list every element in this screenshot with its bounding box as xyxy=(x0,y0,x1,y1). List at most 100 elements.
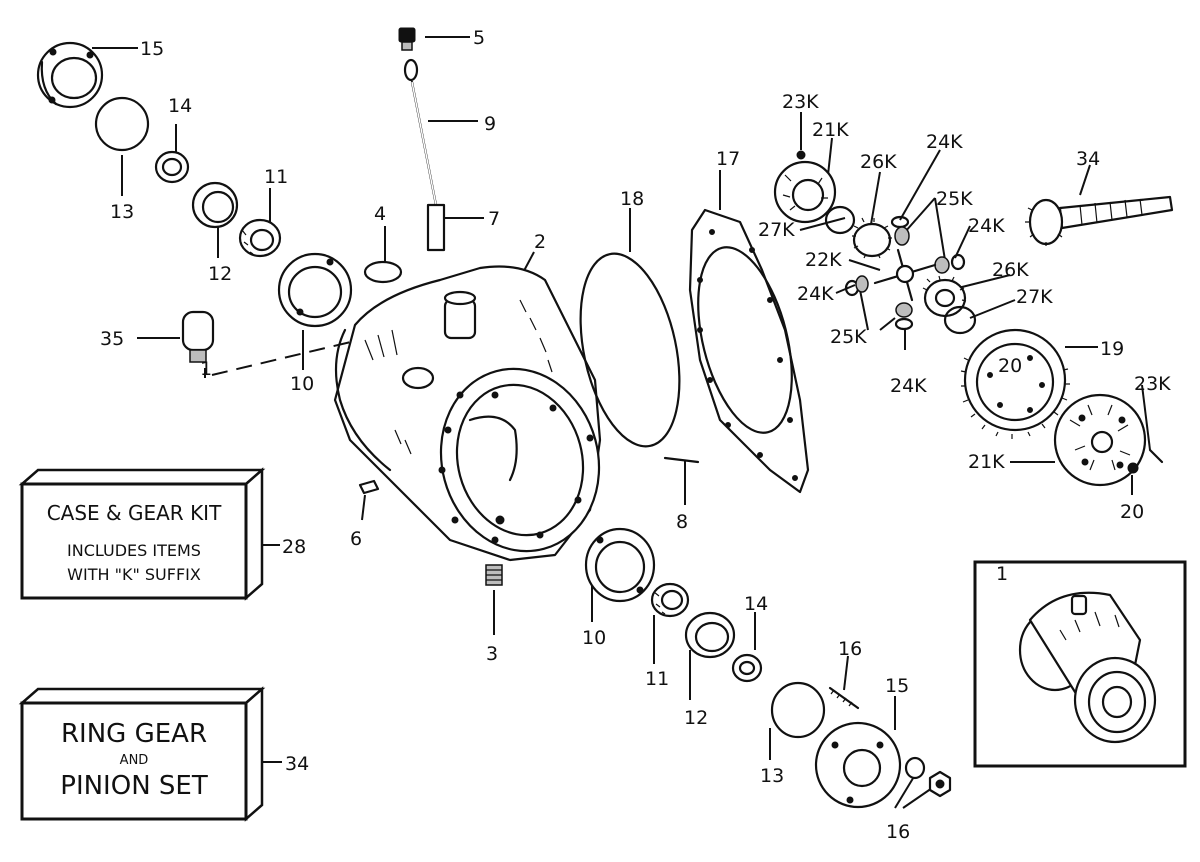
label-1-inset: 1 xyxy=(996,563,1008,585)
plug-3 xyxy=(485,564,503,586)
label-26k-bottom: 26K xyxy=(992,259,1029,281)
spider-22k xyxy=(873,248,937,302)
pinion-25k-a xyxy=(894,226,910,246)
label-21k-top: 21K xyxy=(812,119,849,141)
label-13-bottom: 13 xyxy=(760,765,784,787)
label-7: 7 xyxy=(488,208,500,230)
label-11-top: 11 xyxy=(264,166,288,188)
plug-6 xyxy=(358,479,380,495)
label-9: 9 xyxy=(484,113,496,135)
label-16-bottom: 16 xyxy=(886,821,910,843)
pin-8 xyxy=(663,456,700,464)
stud-16 xyxy=(828,686,860,710)
label-27k-top: 27K xyxy=(758,219,795,241)
ringset-line1: RING GEAR xyxy=(61,719,207,749)
nut-20-bottom xyxy=(1127,462,1139,474)
seal-14-top xyxy=(154,150,190,184)
case-gear-kit-box xyxy=(18,467,266,601)
label-11-bottom: 11 xyxy=(645,668,669,690)
ring-gear-pinion-box xyxy=(18,686,266,822)
label-25k-b: 25K xyxy=(830,326,867,348)
label-21k-bottom: 21K xyxy=(968,451,1005,473)
kit-title: CASE & GEAR KIT xyxy=(47,501,222,525)
ringset-line2: AND xyxy=(120,753,149,768)
case-gear-kit-text: CASE & GEAR KIT INCLUDES ITEMS WITH "K" … xyxy=(47,501,222,584)
pinion-25k-d xyxy=(895,302,913,318)
label-27k-bottom: 27K xyxy=(1016,286,1053,308)
label-28: 28 xyxy=(282,536,306,558)
bearing-cone-11-bottom xyxy=(650,582,690,618)
carrier-21k-bottom xyxy=(1053,393,1147,487)
label-24k-a: 24K xyxy=(926,131,963,153)
label-12-bottom: 12 xyxy=(684,707,708,729)
label-10-top: 10 xyxy=(290,373,314,395)
ringset-line3: PINION SET xyxy=(60,771,208,801)
screw-23k-top xyxy=(796,150,806,160)
label-24k-d: 24K xyxy=(890,375,927,397)
breather-35 xyxy=(181,310,215,363)
washer-24k-d xyxy=(894,317,914,331)
washer-27k-top xyxy=(824,205,856,235)
bearing-cap-15-bottom xyxy=(814,721,902,809)
callout-labels: 15 5 14 9 13 11 4 7 2 12 18 17 35 10 6 8… xyxy=(100,27,1171,843)
washer-27k-bottom xyxy=(943,305,977,335)
gasket-17 xyxy=(688,208,810,494)
label-20-top: 20 xyxy=(998,355,1022,377)
pinion-shaft-34 xyxy=(1025,195,1174,246)
label-10-bottom: 10 xyxy=(582,627,606,649)
vent-plug-5 xyxy=(398,27,416,51)
washer-24k-b xyxy=(950,253,966,271)
pinion-25k-b xyxy=(934,256,950,274)
differential-case-2 xyxy=(333,265,602,562)
label-23k-top: 23K xyxy=(782,91,819,113)
bearing-cup-12-bottom xyxy=(684,611,736,659)
label-14-top: 14 xyxy=(168,95,192,117)
label-3: 3 xyxy=(486,643,498,665)
o-ring-18 xyxy=(579,252,681,448)
label-22k: 22K xyxy=(805,249,842,271)
label-1: 1 xyxy=(200,358,212,380)
label-16-stud: 16 xyxy=(838,638,862,660)
screw-23k-bottom xyxy=(1148,448,1164,464)
washer-4 xyxy=(363,260,403,284)
label-15-top: 15 xyxy=(140,38,164,60)
leader-lines xyxy=(92,36,1151,809)
seal-14-bottom xyxy=(731,653,763,683)
o-ring-13-bottom xyxy=(770,681,826,739)
label-35: 35 xyxy=(100,328,124,350)
carrier-half-21k-top xyxy=(773,160,837,224)
label-8: 8 xyxy=(676,511,688,533)
shim-10-bottom xyxy=(584,527,656,603)
inset-box xyxy=(973,560,1187,768)
label-2: 2 xyxy=(534,231,546,253)
label-25k-a: 25K xyxy=(936,188,973,210)
label-20-bottom: 20 xyxy=(1120,501,1144,523)
nut-washer-16 xyxy=(904,756,952,798)
label-14-bottom: 14 xyxy=(744,593,768,615)
ring-gear-19 xyxy=(960,328,1070,439)
pinion-25k-c xyxy=(855,275,869,293)
label-19: 19 xyxy=(1100,338,1124,360)
label-13-top: 13 xyxy=(110,201,134,223)
label-23k-bottom: 23K xyxy=(1134,373,1171,395)
label-24k-b: 24K xyxy=(968,215,1005,237)
label-4: 4 xyxy=(374,203,386,225)
label-34-bottom: 34 xyxy=(285,753,309,775)
label-26k-top: 26K xyxy=(860,151,897,173)
bearing-cap-15-top xyxy=(36,41,104,109)
label-24k-c: 24K xyxy=(797,283,834,305)
label-6: 6 xyxy=(350,528,362,550)
side-gear-26k-bottom xyxy=(922,275,967,318)
label-5: 5 xyxy=(473,27,485,49)
bearing-cone-11-top xyxy=(238,218,282,258)
ring-gear-set-text: RING GEAR AND PINION SET xyxy=(60,719,208,801)
label-34-top: 34 xyxy=(1076,148,1100,170)
bearing-cup-12-top xyxy=(191,181,239,229)
side-gear-26k-top xyxy=(852,217,892,259)
o-ring-13-top xyxy=(94,96,150,152)
dipstick-9 xyxy=(403,58,438,207)
label-12-top: 12 xyxy=(208,263,232,285)
label-18: 18 xyxy=(620,188,644,210)
